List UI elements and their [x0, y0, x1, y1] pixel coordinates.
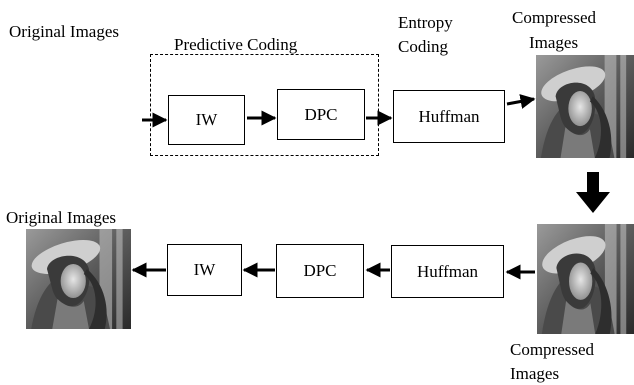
entropy-label-line2: Coding — [398, 37, 449, 56]
bottom-dpc-block: DPC — [276, 244, 364, 298]
top-dpc-label: DPC — [304, 104, 338, 124]
bottom-output-label: Original Images — [6, 208, 116, 227]
top-iw-label: IW — [195, 110, 218, 129]
bottom-huffman-label: Huffman — [416, 261, 479, 281]
top-huffman-label: Huffman — [418, 106, 480, 126]
top-huffman-block: Huffman — [393, 90, 505, 143]
top-input-label: Original Images — [9, 22, 119, 41]
thick-down-arrow-icon — [576, 172, 610, 213]
bottom-huffman-block: Huffman — [391, 245, 504, 298]
arrow-huffman-to-compressed — [506, 94, 536, 109]
top-output-label-line1: Compressed — [512, 8, 597, 27]
entropy-label-line1: Entropy — [398, 13, 453, 32]
top-dpc-block: DPC — [277, 89, 365, 140]
top-iw-block: IW — [168, 95, 245, 145]
top-output-label-line2: Images — [529, 33, 579, 52]
bottom-dpc-label: DPC — [303, 261, 337, 280]
bottom-iw-label: IW — [193, 260, 216, 279]
predictive-coding-label: Predictive Coding — [174, 35, 298, 54]
bottom-input-label-line1: Compressed — [510, 340, 595, 359]
predictive-coding-group — [150, 54, 379, 156]
bottom-iw-block: IW — [167, 244, 242, 296]
bottom-input-label-line2: Images — [510, 364, 560, 383]
